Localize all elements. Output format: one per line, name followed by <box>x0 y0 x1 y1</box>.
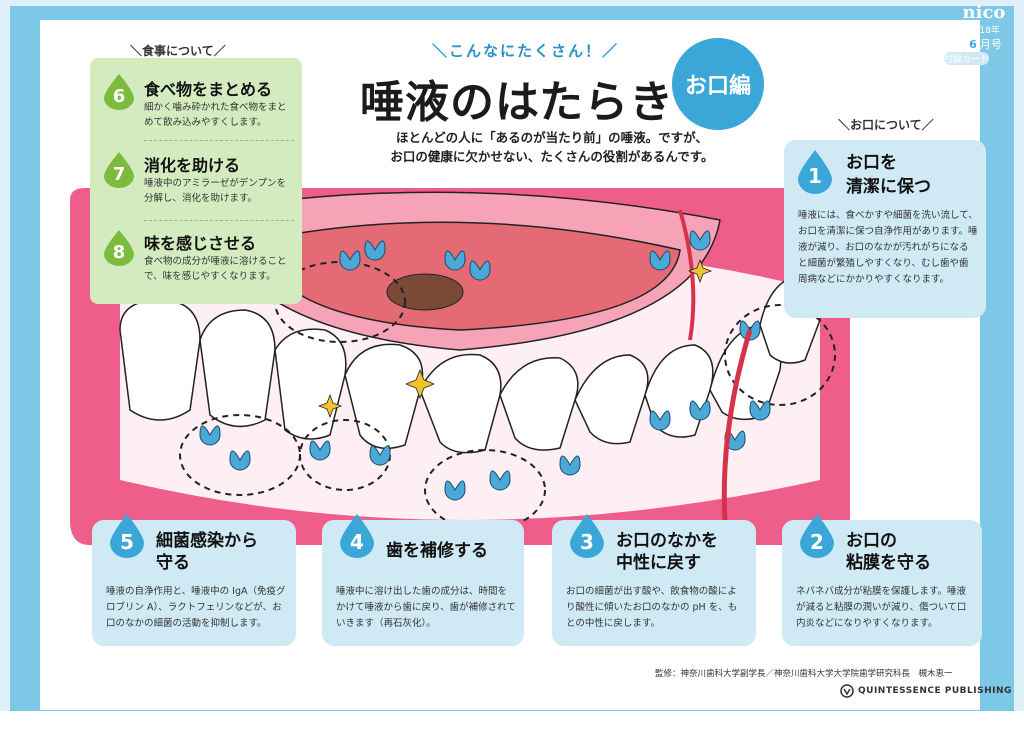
card-desc: ネバネバ成分が粘膜を保護します。唾液が減ると粘膜の潤いが減り、傷ついて口内炎など… <box>796 586 967 629</box>
card-title-line-2: 中性に戻す <box>616 553 701 573</box>
card-number: 4 <box>350 530 364 554</box>
card-desc: お口の細菌が出す酸や、飲食物の酸により酸性に傾いたお口のなかの pH を、もとの… <box>566 586 738 629</box>
card-2-mucosa: 2 お口の 粘膜を守る ネバネバ成分が粘膜を保護します。唾液が減ると粘膜の潤いが… <box>782 514 982 646</box>
magazine-name: nico <box>962 2 1006 23</box>
tagline: ＼こんなにたくさん！／ <box>432 42 620 60</box>
magazine-year: 2018年 <box>968 26 1000 36</box>
oral-badge: お口編 <box>672 38 764 130</box>
card-title-line-1: お口のなかを <box>616 531 718 551</box>
sparkles <box>317 258 713 419</box>
card-title-line-1: お口を <box>846 153 897 173</box>
drop-5-icon <box>110 514 144 558</box>
meal-item-desc: 唾液中のアミラーゼがデンプンを分解し、消化を助けます。 <box>144 178 287 204</box>
meal-item-number: 8 <box>112 242 126 263</box>
card-desc: 唾液には、食べかすや細菌を洗い流して、お口を清潔に保つ自浄作用があります。唾液が… <box>798 210 978 285</box>
card-1-clean: 1 お口を 清潔に保つ 唾液には、食べかすや細菌を洗い流して、お口を清潔に保つ自… <box>784 140 986 318</box>
drop-7-icon <box>104 152 134 188</box>
page-title: 唾液のはたらき <box>360 77 675 128</box>
drop-3-icon <box>570 514 604 558</box>
meal-item-title: 消化を助ける <box>144 156 241 175</box>
card-4-repair: 4 歯を補修する 唾液中に溶け出した歯の成分は、時間をかけて唾液から歯に戻り、歯… <box>322 514 524 646</box>
red-tube <box>721 329 753 521</box>
meal-item-desc: 細かく噛み砕かれた食べ物をまとめて飲み込みやすくします。 <box>144 102 287 128</box>
card-number: 3 <box>580 530 594 554</box>
meal-divider <box>144 220 294 221</box>
intro-line-1: ほとんどの人に「あるのが当たり前」の唾液。ですが、 <box>396 130 708 145</box>
drop-2-icon <box>800 514 834 558</box>
meal-divider <box>144 140 294 141</box>
month-number: 6 <box>966 38 980 51</box>
mouth-section-label: ＼お口について／ <box>838 118 934 132</box>
card-title-line-2: 粘膜を守る <box>846 553 931 573</box>
drop-6-icon <box>104 74 134 110</box>
meal-item-title: 食べ物をまとめる <box>144 80 273 99</box>
intro-text: ほとんどの人に「あるのが当たり前」の唾液。ですが、 お口の健康に欠かせない、たく… <box>372 128 732 166</box>
bottom-strip <box>0 711 1024 745</box>
card-5-infection: 5 細菌感染から 守る 唾液の自浄作用と、唾液中の IgA（免疫グロブリン A）… <box>92 514 296 646</box>
drop-8-icon <box>104 230 134 266</box>
magazine-card-label: 付録カード <box>944 52 990 65</box>
card-title-line-2: 守る <box>156 553 190 573</box>
card-desc: 唾液中に溶け出した歯の成分は、時間をかけて唾液から歯に戻り、歯が補修されていきま… <box>336 586 516 629</box>
card-title-line-1: お口の <box>846 531 897 551</box>
meal-section-label: ＼食事について／ <box>130 44 226 58</box>
card-desc: 唾液の自浄作用と、唾液中の IgA（免疫グロブリン A）、ラクトフェリンなどが、… <box>106 586 286 629</box>
meal-item-number: 7 <box>112 164 126 185</box>
meal-item-title: 味を感じさせる <box>144 234 257 253</box>
food-bolus <box>386 273 464 311</box>
publisher-logo-icon <box>840 684 854 698</box>
red-tube-upper <box>678 209 696 341</box>
supervisor-credit: 監修：神奈川歯科大学副学長／神奈川歯科大学大学院歯学研究科長 槻木恵一 <box>655 669 953 679</box>
drop-1-icon <box>798 150 832 194</box>
drop-4-icon <box>340 514 374 558</box>
meal-item-desc: 食べ物の成分が唾液に溶けることで、味を感じやすくなります。 <box>144 256 287 282</box>
card-title-line-1: 細菌感染から <box>156 531 258 551</box>
card-3-neutral: 3 お口のなかを 中性に戻す お口の細菌が出す酸や、飲食物の酸により酸性に傾いた… <box>552 514 756 646</box>
meal-item-number: 6 <box>112 86 126 107</box>
intro-line-2: お口の健康に欠かせない、たくさんの役割があるんです。 <box>390 149 714 164</box>
card-number: 1 <box>808 164 822 188</box>
card-title-line-2: 清潔に保つ <box>846 177 931 197</box>
meal-panel: 6 食べ物をまとめる 細かく噛み砕かれた食べ物をまとめて飲み込みやすくします。 … <box>90 58 302 304</box>
month-label: 月号 <box>979 38 1002 51</box>
card-number: 5 <box>120 530 134 554</box>
card-number: 2 <box>810 530 824 554</box>
card-title-line-1: 歯を補修する <box>386 541 488 561</box>
publisher-name: QUINTESSENCE PUBLISHING <box>858 686 1012 696</box>
